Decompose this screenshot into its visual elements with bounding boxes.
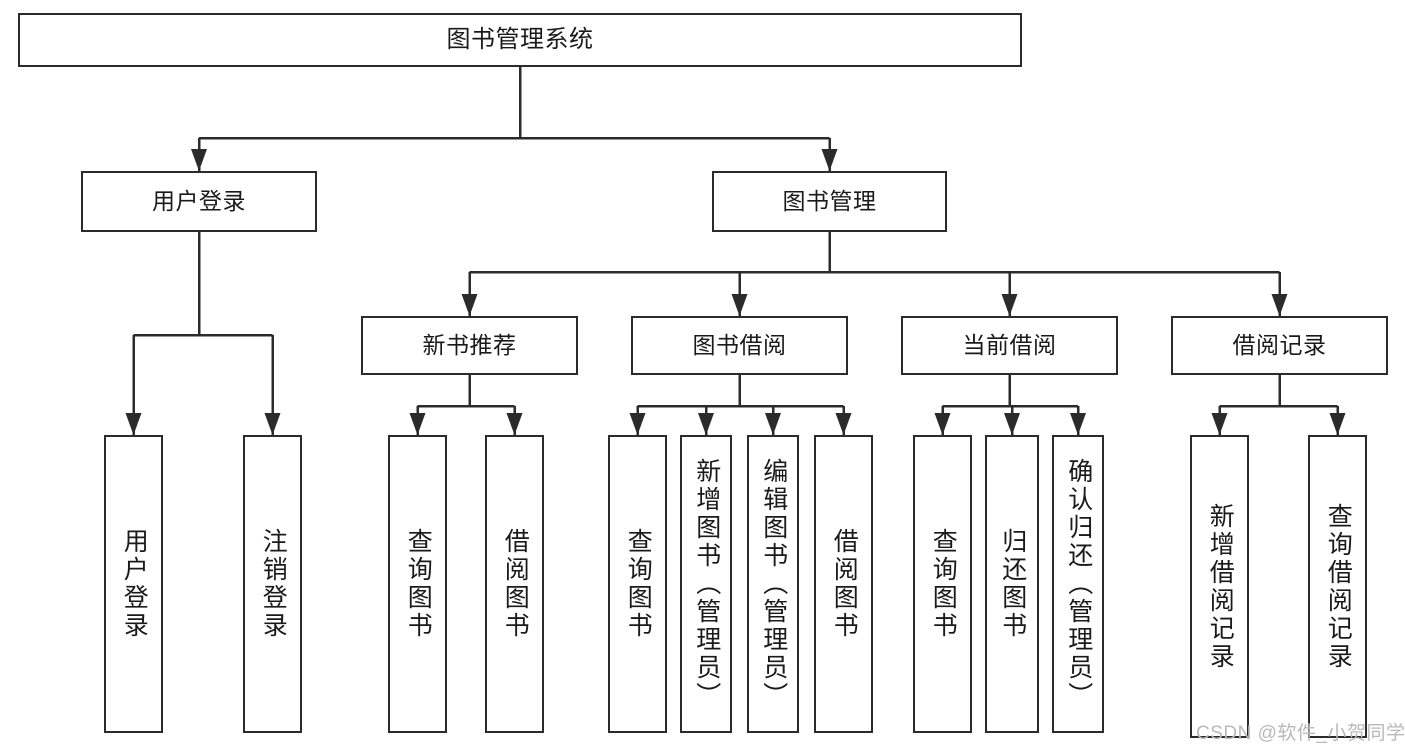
node-label: 新增借阅记录 (1206, 502, 1235, 671)
arrowhead-icon (835, 413, 852, 435)
node-label: 归还图书 (998, 528, 1027, 640)
arrowhead-icon (461, 294, 478, 316)
arrowhead-icon (409, 413, 426, 435)
arrowhead-icon (765, 413, 781, 435)
node-leaf-confirm: 确认归还（管理员） (1052, 435, 1104, 733)
node-leaf-add-rec: 新增借阅记录 (1190, 435, 1249, 738)
node-label: 查询图书 (929, 528, 958, 640)
node-label: 用户登录 (120, 528, 149, 640)
node-label: 借阅图书 (501, 528, 530, 640)
arrowhead-icon (125, 413, 142, 435)
arrowhead-icon (1070, 413, 1086, 435)
node-leaf-edit-book: 编辑图书（管理员） (747, 435, 799, 733)
arrowhead-icon (191, 149, 207, 171)
node-leaf-borrow-1: 借阅图书 (485, 435, 544, 733)
node-leaf-query-3: 查询图书 (913, 435, 972, 733)
arrowhead-icon (264, 413, 281, 435)
node-label: 确认归还（管理员） (1064, 458, 1093, 710)
arrowhead-icon (821, 149, 838, 171)
node-leaf-logout: 注销登录 (243, 435, 302, 733)
node-user-login: 用户登录 (81, 171, 317, 232)
arrowhead-icon (731, 294, 748, 316)
node-leaf-query-2: 查询图书 (608, 435, 667, 733)
arrowhead-icon (698, 413, 714, 435)
arrowhead-icon (1001, 294, 1018, 316)
node-leaf-return: 归还图书 (985, 435, 1039, 733)
arrowhead-icon (1329, 413, 1346, 435)
node-leaf-borrow-2: 借阅图书 (814, 435, 873, 733)
node-leaf-query-1: 查询图书 (388, 435, 447, 733)
node-label: 借阅图书 (830, 528, 859, 640)
arrowhead-icon (629, 413, 646, 435)
node-leaf-query-rec: 查询借阅记录 (1308, 435, 1367, 738)
node-label: 查询图书 (404, 528, 433, 640)
arrowhead-icon (506, 413, 523, 435)
node-label: 编辑图书（管理员） (759, 458, 788, 710)
arrowhead-icon (934, 413, 951, 435)
node-label: 图书借阅 (692, 331, 787, 358)
node-label: 图书管理 (782, 187, 877, 214)
node-label: 用户登录 (152, 187, 246, 214)
node-label: 借阅记录 (1232, 331, 1327, 358)
node-leaf-add-book: 新增图书（管理员） (680, 435, 732, 733)
node-label: 当前借阅 (962, 331, 1057, 358)
node-new-book-rec: 新书推荐 (361, 316, 578, 375)
arrowhead-icon (1004, 413, 1020, 435)
node-label: 查询借阅记录 (1324, 502, 1353, 671)
node-current-borrow: 当前借阅 (901, 316, 1118, 375)
node-label: 查询图书 (624, 528, 653, 640)
arrowhead-icon (1211, 413, 1228, 435)
node-book-manage: 图书管理 (712, 171, 947, 232)
node-borrow-record: 借阅记录 (1171, 316, 1388, 375)
node-root: 图书管理系统 (18, 13, 1022, 67)
node-label: 新书推荐 (422, 331, 517, 358)
node-leaf-user-login: 用户登录 (104, 435, 163, 733)
node-label: 新增图书（管理员） (692, 458, 721, 710)
node-book-borrow: 图书借阅 (631, 316, 848, 375)
node-label: 图书管理系统 (446, 25, 594, 53)
node-label: 注销登录 (259, 528, 288, 640)
arrowhead-icon (1271, 294, 1288, 316)
